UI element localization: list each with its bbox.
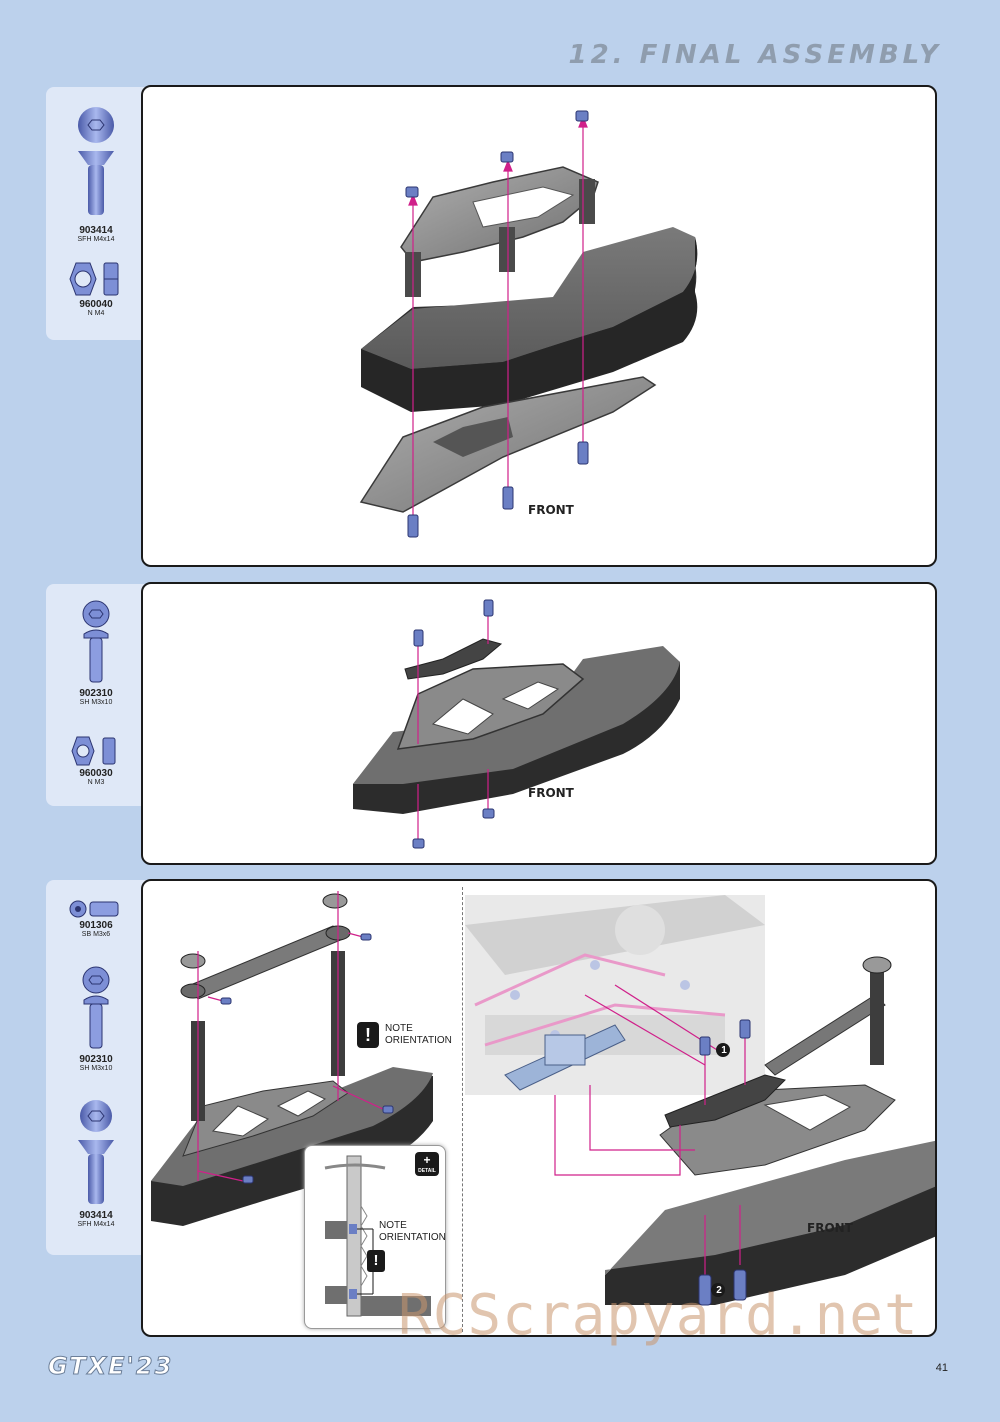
parts-tab-step-2: 902310 SH M3x10 960030 N M3	[46, 584, 146, 806]
part-code: 902310	[79, 1054, 113, 1065]
callout-1: 1	[721, 1045, 727, 1056]
part-901306: 901306 SB M3x6	[46, 898, 146, 939]
part-code: 901306	[79, 920, 113, 931]
parts-tab-step-1: 903414 SFH M4x14 960040 N M4	[46, 87, 146, 340]
part-code: 960040	[79, 299, 113, 310]
step-3-panel: ! NOTE ORIENTATION +DETAIL ! NOTE ORIENT…	[141, 879, 937, 1337]
nut-icon	[69, 262, 119, 296]
step-1-panel: FRONT	[141, 85, 937, 567]
nut-icon	[71, 736, 116, 766]
part-code: 903414	[79, 225, 113, 236]
button-head-screw-icon	[82, 600, 110, 683]
note-orientation-label: NOTE ORIENTATION	[385, 1023, 452, 1046]
part-903414: 903414 SFH M4x14	[46, 1098, 146, 1229]
part-desc: SH M3x10	[79, 699, 113, 706]
step-2-panel: FRONT	[141, 582, 937, 865]
link-assembly-illustration	[151, 891, 433, 1226]
part-code: 903414	[79, 1210, 113, 1221]
warning-icon: !	[357, 1022, 379, 1048]
detail-note-orientation-label: NOTE ORIENTATION	[379, 1220, 446, 1243]
detail-inset: +DETAIL ! NOTE ORIENTATION	[304, 1145, 446, 1329]
panel-divider	[462, 887, 463, 1332]
part-code: 960030	[79, 768, 113, 779]
set-screw-icon	[69, 900, 119, 918]
part-code: 902310	[79, 688, 113, 699]
part-903414: 903414 SFH M4x14	[46, 105, 146, 244]
front-label: FRONT	[528, 786, 574, 800]
detail-badge-label: DETAIL	[418, 1168, 436, 1174]
callout-2: 2	[716, 1285, 722, 1296]
watermark: RCScrapyard.net	[398, 1283, 919, 1348]
flat-head-screw-icon	[78, 107, 114, 215]
part-desc: SB M3x6	[81, 931, 111, 938]
brace-foam-assembly-illustration	[353, 599, 680, 849]
section-title: 12. FINAL ASSEMBLY	[568, 40, 942, 70]
part-desc: SFH M4x14	[77, 236, 115, 243]
part-desc: SFH M4x14	[77, 1221, 115, 1228]
part-desc: N M4	[87, 310, 105, 317]
part-desc: SH M3x10	[79, 1065, 113, 1072]
flat-head-screw-icon	[78, 1100, 114, 1204]
front-label: FRONT	[807, 1221, 853, 1235]
part-902310: 902310 SH M3x10	[46, 964, 146, 1073]
part-desc: N M3	[87, 779, 105, 786]
front-bumper-assembly-illustration	[359, 110, 698, 538]
front-label: FRONT	[528, 503, 574, 517]
part-902310: 902310 SH M3x10	[46, 598, 146, 707]
button-head-screw-icon	[82, 966, 110, 1049]
warning-icon: !	[367, 1250, 385, 1272]
detail-illustration	[324, 1155, 431, 1317]
page-number: 41	[935, 1362, 948, 1374]
part-960030: 960030 N M3	[46, 734, 146, 787]
magnifier-icon: +DETAIL	[415, 1152, 439, 1176]
part-960040: 960040 N M4	[46, 259, 146, 318]
parts-tab-step-3: 901306 SB M3x6 902310 SH M3x10 903414 SF…	[46, 880, 146, 1255]
brand-logo: GTXE'23	[47, 1352, 174, 1381]
chassis-installation-illustration	[465, 895, 935, 1306]
